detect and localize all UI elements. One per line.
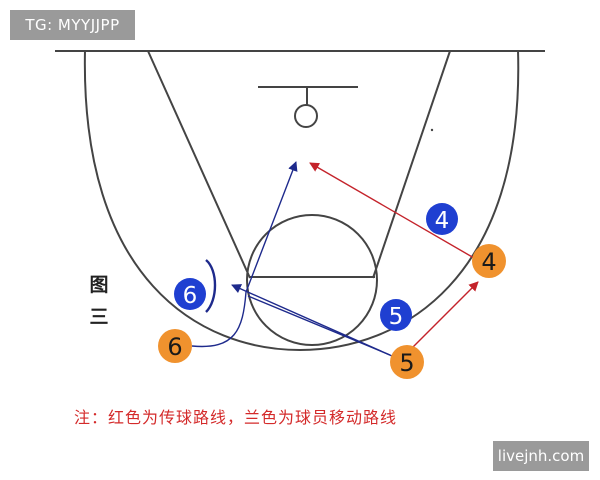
offense-player-5-disc xyxy=(390,345,424,379)
offense-player-6-number: 6 xyxy=(167,333,182,361)
rim xyxy=(294,104,318,128)
move-routes xyxy=(191,161,393,357)
defense-player-4: 4 xyxy=(426,203,458,235)
move-route-5-screen-b xyxy=(247,295,391,356)
watermark-bottom: livejnh.com xyxy=(493,441,589,471)
offense-player-5: 5 xyxy=(390,345,424,379)
offense-player-6-disc xyxy=(158,329,192,363)
free-throw-circle xyxy=(246,214,378,346)
defense-player-5-disc xyxy=(380,299,412,331)
defense-player-4-number: 4 xyxy=(435,208,450,234)
offense-player-4-disc xyxy=(472,244,506,278)
court-dot xyxy=(430,128,434,132)
defense-player-5: 5 xyxy=(380,299,412,331)
defense-player-6: 6 xyxy=(174,278,206,310)
screen-mark xyxy=(205,259,217,313)
pass-routes xyxy=(309,162,479,353)
offense-player-6: 6 xyxy=(158,329,192,363)
move-route-6-cut xyxy=(191,161,298,348)
lane-line-left xyxy=(147,50,251,279)
defense-player-6-disc xyxy=(174,278,206,310)
figure-label-char-1: 图 xyxy=(89,274,109,296)
defense-player-4-disc xyxy=(426,203,458,235)
defense-player-6-number: 6 xyxy=(183,283,198,309)
offense-player-4: 4 xyxy=(472,244,506,278)
offense-player-4-number: 4 xyxy=(481,248,496,276)
figure-label-char-2: 三 xyxy=(89,306,109,328)
defense-player-5-number: 5 xyxy=(389,304,404,330)
lane-line-right xyxy=(372,50,451,279)
watermark-top: TG: MYYJJPP xyxy=(10,10,135,40)
pass-route-4-to-basket xyxy=(309,162,475,259)
caption: 注：红色为传球路线，兰色为球员移动路线 xyxy=(74,408,398,427)
three-point-arc xyxy=(83,49,520,352)
pass-route-5-to-4 xyxy=(407,281,479,353)
court-lines xyxy=(55,49,545,352)
offense-player-5-number: 5 xyxy=(399,349,414,377)
